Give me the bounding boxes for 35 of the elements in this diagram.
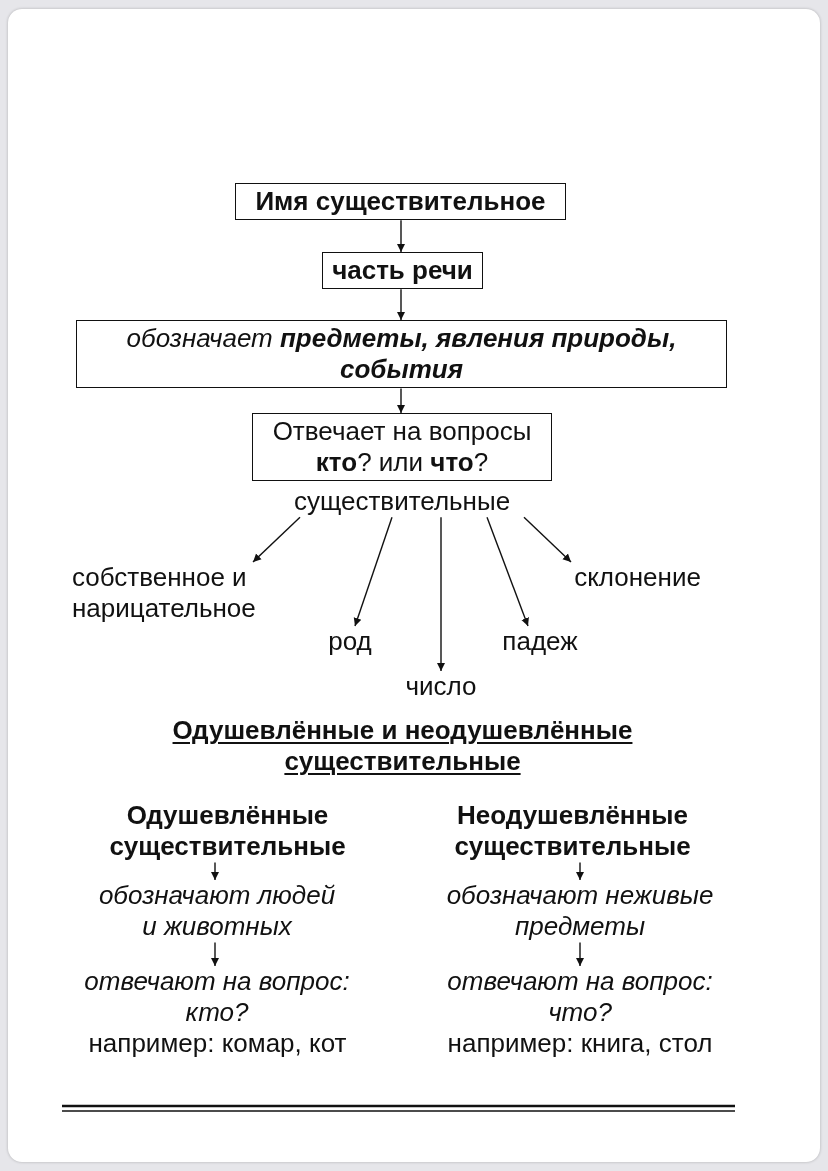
feature-label: склонение <box>560 562 715 594</box>
concept-text: Имя существительное <box>254 186 547 218</box>
arrow <box>353 516 393 627</box>
arrow <box>576 941 584 967</box>
feature-label: род <box>318 626 382 658</box>
topic-label: существительные <box>262 486 542 518</box>
arrow <box>576 861 584 881</box>
arrow <box>252 516 301 563</box>
concept-text: Отвечает на вопросы кто? или что? <box>271 416 533 479</box>
process-box <box>252 413 552 482</box>
process-box <box>322 252 483 290</box>
concept-text: обозначает предметы, явления природы, события <box>125 323 678 386</box>
example-text: например: книга, стол <box>446 1028 714 1060</box>
question-text: отвечают на вопрос: кто? <box>66 966 368 1029</box>
arrow <box>211 941 219 967</box>
process-box <box>235 183 566 221</box>
category-heading: Неодушевлённые существительные <box>425 800 720 863</box>
arrow <box>211 861 219 881</box>
category-heading: Одушевлённые существительные <box>80 800 375 863</box>
arrow <box>486 516 529 627</box>
feature-label: число <box>395 671 487 703</box>
example-text: например: комар, кот <box>87 1028 348 1060</box>
section-heading: Одушевлённые и неодушевлённые существительные <box>171 715 634 778</box>
arrow <box>397 387 405 414</box>
definition-text: обозначают неживые предметы <box>425 880 735 943</box>
feature-label: падеж <box>494 626 586 658</box>
definition-text: обозначают людей и животных <box>93 880 341 943</box>
question-text: отвечают на вопрос: что? <box>425 966 735 1029</box>
concept-text: часть речи <box>331 255 474 287</box>
process-box <box>76 320 727 389</box>
arrow <box>397 219 405 253</box>
arrow <box>523 516 572 563</box>
arrow <box>397 288 405 321</box>
feature-label: собственное и нарицательное <box>72 562 297 625</box>
arrow <box>437 516 445 672</box>
